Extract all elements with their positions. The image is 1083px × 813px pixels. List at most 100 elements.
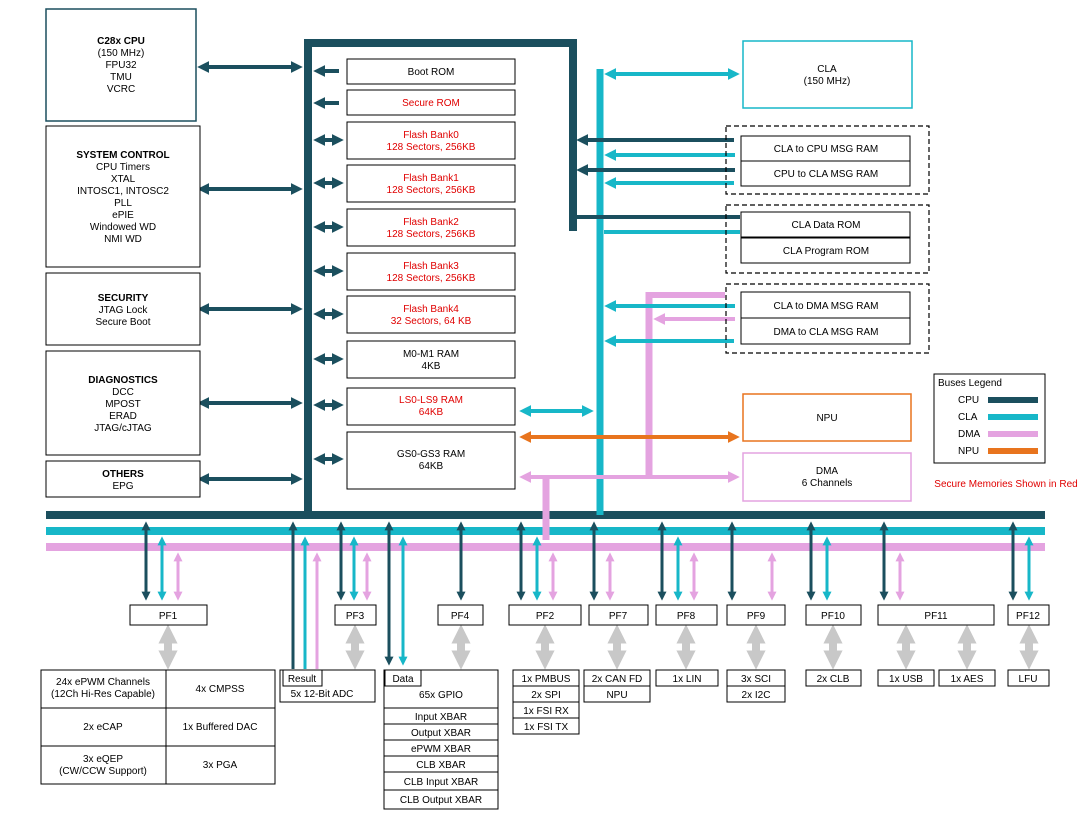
memory-label: Flash Bank1: [403, 173, 459, 184]
cpu-block: C28x CPU (150 MHz) FPU32 TMU VCRC: [45, 8, 197, 122]
lfu-label: LFU: [1019, 674, 1038, 685]
legend-label-dma: DMA: [958, 429, 981, 440]
diagnostics-line: DCC: [112, 387, 134, 398]
block-label: DMA to CLA MSG RAM: [773, 327, 878, 338]
adc-result-label: Result: [288, 674, 317, 685]
memory-boot-rom: Boot ROM: [346, 58, 516, 85]
memory-label: Secure ROM: [402, 98, 460, 109]
security-line: Secure Boot: [95, 317, 150, 328]
cpu-to-cla-msg-ram: CPU to CLA MSG RAM: [740, 160, 911, 187]
pf-label: PF7: [609, 611, 628, 622]
memory-size: 128 Sectors, 256KB: [387, 229, 476, 240]
memory-flash-bank2: Flash Bank2 128 Sectors, 256KB: [346, 208, 516, 247]
pf10-drops: [806, 521, 832, 601]
pf-label: PF4: [451, 611, 470, 622]
cpu-block-line: (150 MHz): [98, 48, 145, 59]
diagnostics-line: ERAD: [109, 411, 137, 422]
system-control-line: XTAL: [111, 174, 136, 185]
cla-data-rom: CLA Data ROM: [740, 211, 911, 238]
memory-label: LS0-LS9 RAM: [399, 395, 463, 406]
gpio-data-label: Data: [392, 674, 414, 685]
adc-drops: [288, 521, 322, 669]
fsi-tx-label: 1x FSI TX: [524, 722, 569, 733]
legend-label-cpu: CPU: [958, 395, 979, 406]
pf-label: PF8: [677, 611, 696, 622]
memory-gs-ram: GS0-GS3 RAM 64KB: [346, 431, 516, 490]
xbar-item: Input XBAR: [415, 712, 467, 723]
system-control-line: CPU Timers: [96, 162, 150, 173]
adc-block: Result 5x 12-Bit ADC: [279, 669, 376, 703]
cpu-block-line: TMU: [110, 72, 132, 83]
pf3-box: PF3: [334, 604, 377, 626]
cla-freq: (150 MHz): [804, 76, 851, 87]
ecap-label: 2x eCAP: [83, 722, 123, 733]
gpio-label: 65x GPIO: [419, 690, 463, 701]
pf-label: PF10: [821, 611, 845, 622]
block-label: CPU to CLA MSG RAM: [774, 169, 878, 180]
pf-label: PF3: [346, 611, 365, 622]
security-block: SECURITY JTAG Lock Secure Boot: [45, 272, 201, 346]
pf9-peripherals: 3x SCI 2x I2C: [726, 669, 786, 703]
legend-label-cla: CLA: [958, 412, 978, 423]
dma-to-cla-msg-ram: DMA to CLA MSG RAM: [740, 317, 911, 345]
fsi-rx-label: 1x FSI RX: [523, 706, 569, 717]
buses: [46, 39, 1045, 670]
pga-label: 3x PGA: [203, 760, 238, 771]
lin-label: 1x LIN: [673, 674, 702, 685]
memory-m0m1-ram: M0-M1 RAM 4KB: [346, 340, 516, 379]
memory-label: Flash Bank0: [403, 130, 459, 141]
adc-label: 5x 12-Bit ADC: [291, 689, 354, 700]
pf9-drops: [727, 521, 777, 601]
gpio-data-drops: [384, 521, 408, 666]
memory-flash-bank3: Flash Bank3 128 Sectors, 256KB: [346, 252, 516, 291]
pf8-peripherals: 1x LIN: [655, 669, 719, 687]
memory-label: Boot ROM: [408, 67, 455, 78]
system-control-line: INTOSC1, INTOSC2: [77, 186, 169, 197]
epwm-label: 24x ePWM Channels: [56, 677, 150, 688]
xbar-item: CLB Output XBAR: [400, 795, 482, 806]
memory-label: Flash Bank4: [403, 304, 459, 315]
block-label: CLA Program ROM: [783, 246, 869, 257]
legend-label-npu: NPU: [958, 446, 979, 457]
pf8-box: PF8: [655, 604, 718, 626]
eqep-note: (CW/CCW Support): [59, 766, 147, 777]
pf-boxes: PF1 PF3 PF4 PF2 PF7 PF8 PF9 PF10 PF11 PF…: [129, 604, 1050, 626]
security-title: SECURITY: [98, 293, 149, 304]
memory-secure-rom: Secure ROM: [346, 89, 516, 116]
pf-label: PF11: [924, 611, 948, 622]
memory-flash-bank4: Flash Bank4 32 Sectors, 64 KB: [346, 295, 516, 334]
memory-size: 32 Sectors, 64 KB: [391, 316, 472, 327]
xbar-item: CLB Input XBAR: [404, 777, 478, 788]
cla-to-dma-msg-ram: CLA to DMA MSG RAM: [740, 291, 911, 319]
system-control-title: SYSTEM CONTROL: [76, 150, 169, 161]
cpu-memory-bus: [304, 39, 577, 515]
others-block: OTHERS EPG: [45, 460, 201, 498]
msg-ram-group-cpu: [725, 125, 930, 195]
aes-label: 1x AES: [951, 674, 984, 685]
pf12-peripherals: LFU: [1007, 669, 1050, 687]
epwm-note: (12Ch Hi-Res Capable): [51, 689, 155, 700]
cla-label: CLA: [817, 64, 837, 75]
memory-size: 128 Sectors, 256KB: [387, 273, 476, 284]
pf-label: PF9: [747, 611, 766, 622]
block-label: CLA Data ROM: [792, 220, 861, 231]
i2c-label: 2x I2C: [742, 690, 771, 701]
dma-channels: 6 Channels: [802, 478, 853, 489]
others-line: EPG: [112, 481, 133, 492]
pf2-peripherals: 1x PMBUS 2x SPI 1x FSI RX 1x FSI TX: [512, 669, 580, 735]
memory-size: 4KB: [422, 361, 441, 372]
can-fd-label: 2x CAN FD: [592, 674, 643, 685]
cla-to-cpu-msg-ram: CLA to CPU MSG RAM: [740, 135, 911, 162]
pf10-peripherals: 2x CLB: [805, 669, 862, 687]
system-control-line: Windowed WD: [90, 222, 156, 233]
dma-block: DMA 6 Channels: [742, 452, 912, 502]
npu-label: NPU: [816, 413, 837, 424]
cpu-block-line: VCRC: [107, 84, 135, 95]
legend-title: Buses Legend: [938, 378, 1002, 389]
cla-rom-group: [725, 204, 930, 274]
pf2-box: PF2: [508, 604, 582, 626]
pmbus-label: 1x PMBUS: [522, 674, 571, 685]
pf3-drops: [336, 521, 372, 601]
pf8-drops: [657, 521, 699, 601]
cla-block: CLA (150 MHz): [742, 40, 913, 109]
